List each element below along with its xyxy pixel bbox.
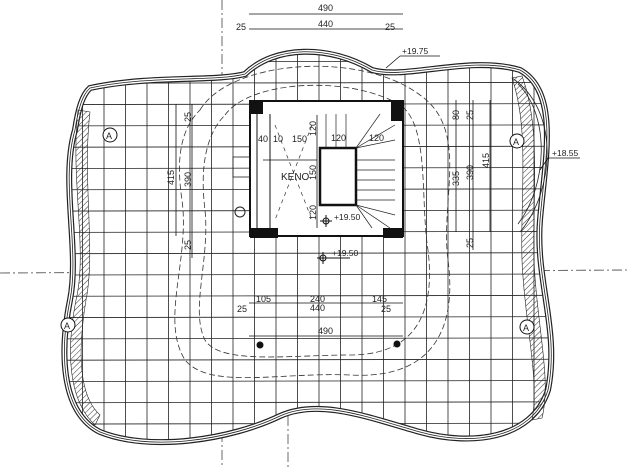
svg-text:A: A	[513, 137, 519, 147]
grid-line-horizontal	[64, 380, 552, 382]
dim-core-150a: 150	[292, 134, 307, 144]
section-mark-bottom-right: A	[519, 319, 535, 335]
contour-dashed-outer	[174, 65, 451, 379]
section-mark-top-right: A	[509, 133, 525, 149]
dim-bottom-seg3: 145	[372, 294, 387, 304]
drain-icon	[234, 206, 246, 218]
contour-dashed-inner	[198, 84, 430, 358]
dim-bottom-seg1: 105	[256, 294, 271, 304]
dim-bottom-left: 25	[237, 304, 247, 314]
level-stair-landing: +19.50	[334, 212, 361, 222]
level-side: +18.55	[552, 148, 579, 158]
planter-left	[70, 109, 101, 426]
dim-left-total: 415	[166, 170, 176, 185]
dim-core-120d: 120	[308, 205, 318, 220]
column-marker	[393, 340, 401, 348]
dim-core-150b: 150	[308, 165, 318, 180]
vent-grille	[232, 156, 251, 178]
level-marker-icon	[317, 252, 350, 264]
dim-right-bottom: 25	[465, 238, 475, 248]
svg-text:A: A	[106, 131, 112, 141]
dim-top-middle: 440	[318, 19, 333, 29]
dim-bottom-right: 25	[381, 304, 391, 314]
column-marker	[256, 341, 264, 349]
dim-right-top-small: 80	[451, 110, 461, 120]
dim-top-right: 25	[385, 22, 395, 32]
grid-line-horizontal	[64, 401, 552, 404]
room-label: KENO	[281, 172, 310, 183]
stair-void	[318, 146, 358, 207]
dim-bottom-total: 490	[318, 326, 333, 336]
dim-top-total: 490	[318, 3, 333, 13]
svg-text:A: A	[523, 323, 529, 333]
dim-right-top: 25	[465, 110, 475, 120]
planter-right	[511, 75, 546, 421]
level-terrace: +19.50	[332, 248, 359, 258]
dim-core-40: 40	[258, 134, 268, 144]
svg-text:A: A	[64, 321, 70, 331]
grid-line-horizontal	[64, 316, 552, 319]
dim-core-120b: 120	[331, 133, 346, 143]
dim-core-120a: 120	[308, 121, 318, 136]
grid-line-horizontal	[64, 358, 552, 361]
curved-ramp	[511, 77, 548, 233]
dim-left-top: 25	[183, 112, 193, 122]
dim-right-middle-a: 335	[451, 171, 461, 186]
stair-core	[232, 100, 404, 238]
dim-bottom-middle: 440	[310, 303, 325, 313]
level-roof-edge: +19.75	[402, 46, 429, 56]
grid-line-horizontal	[64, 337, 552, 340]
dimension-lines	[175, 13, 580, 337]
grid-line-horizontal	[55, 444, 570, 445]
grid-line-horizontal	[64, 60, 552, 63]
dim-core-10: 10	[273, 134, 283, 144]
grid-line-horizontal	[64, 252, 552, 255]
dim-core-120c: 120	[369, 133, 384, 143]
dim-bottom-seg2: 240	[310, 294, 325, 304]
grid-line-horizontal	[64, 273, 552, 276]
dim-left-bottom: 25	[183, 240, 193, 250]
dim-right-total: 415	[481, 153, 491, 168]
dim-top-left: 25	[236, 22, 246, 32]
grid-line-horizontal	[64, 294, 552, 297]
dim-right-middle-b: 390	[465, 165, 475, 180]
dim-left-middle: 390	[183, 172, 193, 187]
level-marker-icon	[320, 215, 332, 227]
section-mark-top-left: A	[102, 127, 118, 143]
section-mark-bottom-left: A	[60, 317, 76, 333]
